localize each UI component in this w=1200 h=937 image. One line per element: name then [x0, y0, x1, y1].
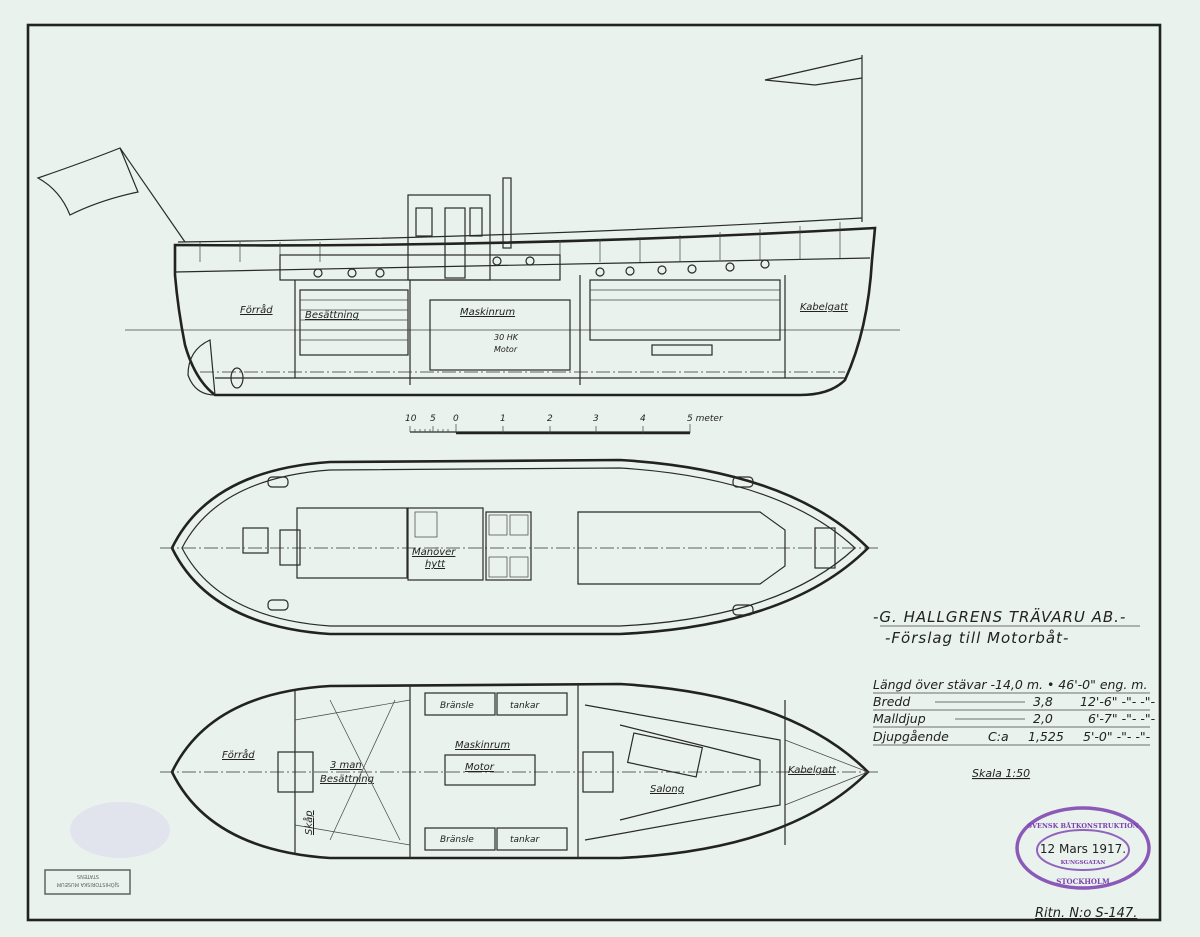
lower-plan: Förråd 3 man Besättning Skåp Maskinrum M…: [160, 682, 880, 860]
label-tankar: tankar: [510, 835, 540, 845]
sheet-border: [26, 23, 1162, 922]
hull-profile: [173, 226, 877, 397]
drawing-number: Ritn. N:o S-147.: [1035, 906, 1137, 921]
scale-tick-label: 4: [640, 414, 646, 424]
cabin-roof-aft: [296, 507, 408, 579]
scale-tick-label: 3: [593, 414, 599, 424]
label-forrad: Förråd: [240, 303, 273, 316]
spec-value: 2,0: [1033, 711, 1053, 726]
label-motor-lower: Motor: [465, 762, 495, 773]
profile-view: Förråd Besättning Maskinrum 30 HK Motor …: [36, 55, 900, 397]
stamp-city: STOCKHOLM: [1056, 877, 1110, 886]
propeller: [230, 367, 244, 389]
label-skap: Skåp: [302, 810, 315, 835]
scale-tick-label: 1: [500, 414, 506, 424]
label-tankar: tankar: [510, 701, 540, 711]
windlass: [814, 527, 836, 569]
label-kabelgatt-lower: Kabelgatt: [788, 765, 837, 776]
rudder: [187, 339, 216, 396]
label-forrad-lower: Förråd: [222, 748, 255, 761]
label-manover: Manöver: [412, 547, 456, 558]
scale-tick-label: 5 meter: [687, 414, 724, 424]
spec-prefix: C:a: [988, 729, 1009, 744]
scale-tick-label: 5: [430, 414, 436, 424]
planking-hatch: [300, 289, 780, 341]
cabin-roof-fwd: [577, 511, 786, 585]
label-bransle: Bränsle: [440, 835, 474, 845]
label-motor: Motor: [494, 345, 518, 354]
label-hytt: hytt: [425, 559, 446, 570]
stern-flag: [36, 147, 139, 216]
label-besattning: Besättning: [305, 310, 359, 321]
lower-bulkheads: [277, 684, 786, 858]
label-3-man: 3 man: [330, 760, 362, 771]
label-besattning-lower: Besättning: [320, 774, 374, 785]
wheelhouse-plan: [407, 507, 484, 581]
wheelhouse-door: [444, 207, 466, 279]
company-title: -G. HALLGRENS TRÄVARU AB.-: [873, 607, 1126, 626]
stamp-date: 12 Mars 1917.: [1040, 842, 1126, 856]
bulkheads: [294, 275, 786, 385]
wheelhouse: [407, 194, 491, 281]
archive-stamp-line: STATENS: [77, 873, 99, 879]
spec-label: Malldjup: [873, 711, 926, 726]
ensign-staff: [119, 147, 186, 243]
spec-length: Längd över stävar -14,0 m. • 46'-0" eng.…: [873, 677, 1147, 692]
spec-label: Djupgående: [873, 729, 949, 744]
exhaust-pipe: [502, 177, 512, 249]
title-block: -G. HALLGRENS TRÄVARU AB.- -Förslag till…: [873, 607, 1156, 921]
label-motor-hp: 30 HK: [494, 333, 519, 342]
deck-plan: Manöver hytt: [160, 458, 880, 636]
spec-imperial: 5'-0" -"- -"-: [1083, 729, 1151, 744]
stamp-org: SVENSK BÅTKONSTRUKTION: [1027, 821, 1138, 830]
portholes: [313, 256, 770, 278]
date-stamp: SVENSK BÅTKONSTRUKTION 12 Mars 1917. KUN…: [1015, 806, 1151, 890]
scale-tick-label: 2: [547, 414, 553, 424]
archive-stamp: STATENS SJÖHISTORISKA MUSEUM: [44, 802, 170, 895]
label-maskinrum-lower: Maskinrum: [455, 740, 510, 751]
archive-stamp-line: SJÖHISTORISKA MUSEUM: [57, 881, 120, 888]
spec-label: Bredd: [873, 694, 910, 709]
spec-value: 3,8: [1033, 694, 1053, 709]
drawing-scale: Skala 1:50: [972, 767, 1030, 780]
spec-imperial: 12'-6" -"- -"-: [1080, 694, 1156, 709]
label-maskinrum: Maskinrum: [460, 307, 515, 318]
deck-bollards: [267, 476, 754, 616]
label-kabelgatt: Kabelgatt: [800, 302, 849, 313]
spec-value: 1,525: [1028, 729, 1064, 744]
drawing-subtitle: -Förslag till Motorbåt-: [885, 629, 1069, 647]
scale-bar: 10 5 0 1 2 3 4 5 meter: [405, 414, 724, 435]
pennant-flag: [764, 57, 863, 86]
label-salong: Salong: [650, 784, 684, 795]
scale-tick-label: 10: [405, 414, 417, 424]
label-bransle: Bränsle: [440, 701, 474, 711]
spec-imperial: 6'-7" -"- -"-: [1088, 711, 1156, 726]
stamp-street: KUNGSGATAN: [1061, 860, 1106, 866]
scale-tick-label: 0: [453, 414, 459, 424]
lower-diagonals: [294, 699, 869, 846]
deck-outline: [170, 458, 870, 636]
